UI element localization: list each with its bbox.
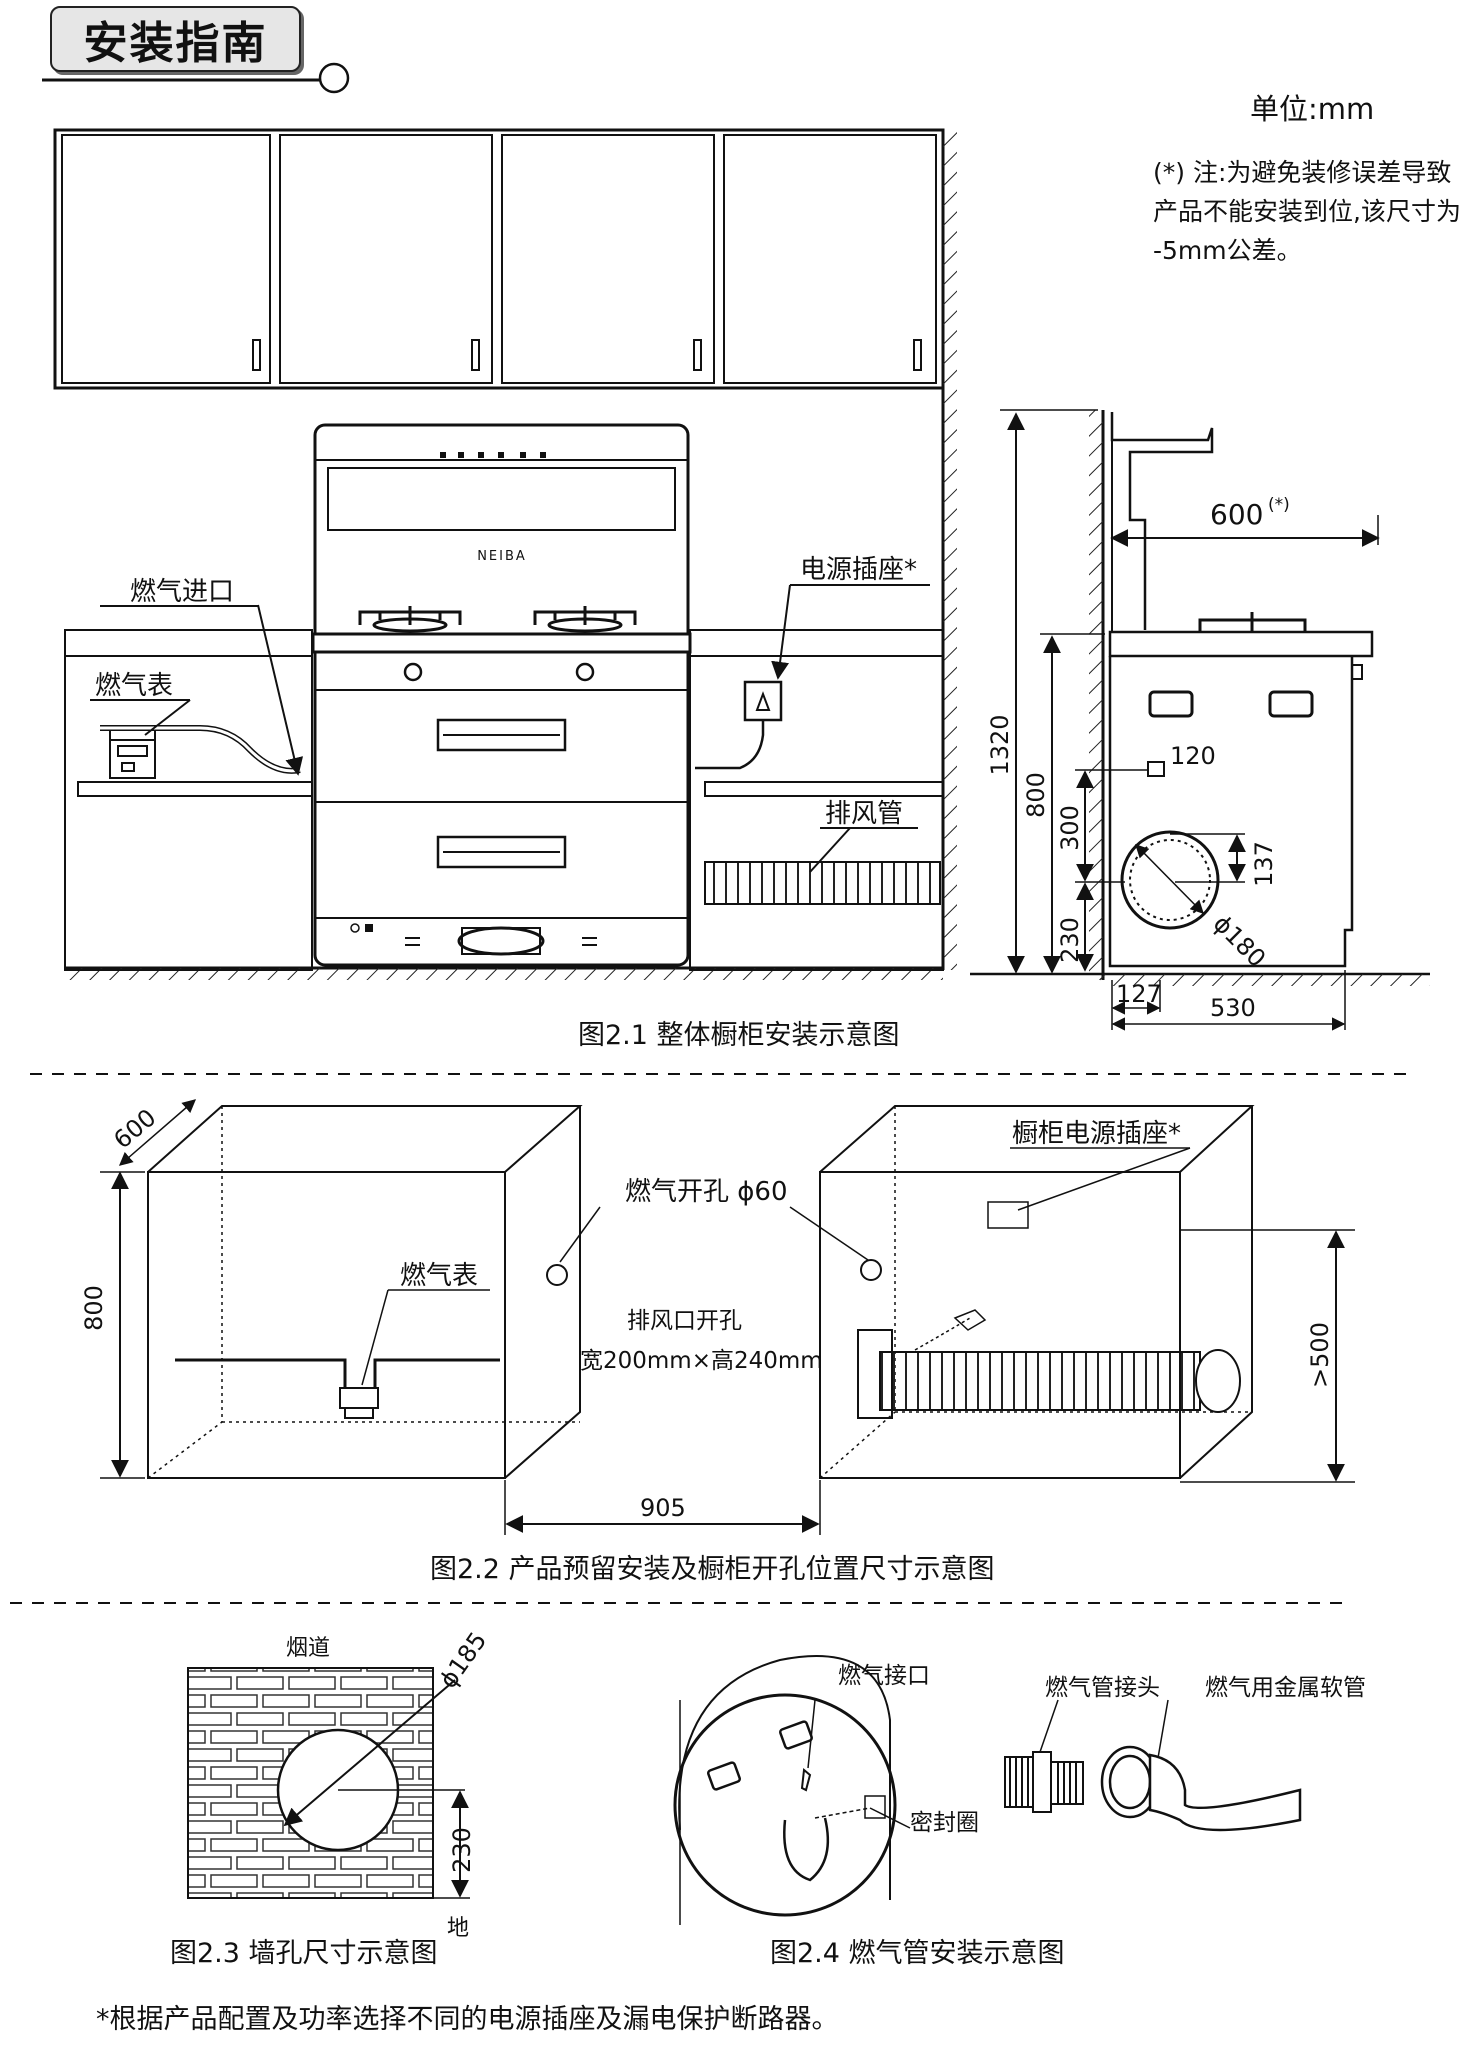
- fig3-wall-hole: 烟道 地 ϕ185 230: [187, 1627, 492, 1941]
- tolerance-note-line-1: (*) 注:为避免装修误差导致: [1153, 158, 1452, 187]
- label-seal-ring: 密封圈: [910, 1810, 979, 1836]
- fig4-caption: 图2.4 燃气管安装示意图: [770, 1938, 1065, 1969]
- tolerance-note-line-2: 产品不能安装到位,该尺寸为: [1153, 197, 1461, 226]
- fig3-dim-230: 230: [448, 1827, 476, 1873]
- brand-logo: NEIBA: [477, 549, 527, 564]
- dim-120: 120: [1170, 742, 1216, 770]
- label-gas-pipe-joint: 燃气管接头: [1045, 1675, 1160, 1701]
- dim-600: 600: [1210, 498, 1263, 531]
- label-cabinet-socket: 橱柜电源插座*: [1012, 1119, 1181, 1149]
- label-gas-meter: 燃气表: [95, 671, 173, 701]
- fig2-dim-500: >500: [1306, 1322, 1334, 1388]
- label-exhaust-hole: 排风口开孔: [627, 1308, 742, 1334]
- label-gas-inlet: 燃气进口: [130, 577, 234, 607]
- label-metal-hose: 燃气用金属软管: [1205, 1675, 1366, 1701]
- label-gas-port: 燃气接口: [838, 1663, 930, 1689]
- burner-grate: [358, 606, 637, 633]
- label-ground: 地: [447, 1916, 469, 1941]
- fig2-caption: 图2.2 产品预留安装及橱柜开孔位置尺寸示意图: [430, 1554, 995, 1585]
- fig2-dim-905: 905: [640, 1494, 686, 1522]
- fig4-gas-pipe: 燃气接口 密封圈 燃气管接头 燃气用金属软管: [673, 1655, 1366, 1925]
- dim-800: 800: [1022, 772, 1050, 818]
- dim-230: 230: [1056, 917, 1084, 963]
- dim-137: 137: [1250, 841, 1278, 887]
- fig1-kitchen-front-view: NEIBA: [53, 128, 957, 980]
- page-title: 安装指南: [50, 6, 301, 72]
- control-buttons: [440, 452, 546, 458]
- tolerance-note-line-3: -5mm公差。: [1153, 236, 1302, 265]
- cabinet-handle: [252, 339, 922, 371]
- fig1-side-view: 1320 800 300 230 600 (*) 120 137 ϕ180 12…: [970, 409, 1430, 1031]
- label-exhaust-hole-size: 宽200mm×高240mm: [580, 1348, 823, 1374]
- fig3-dim-185: ϕ185: [434, 1627, 492, 1694]
- title-pin-line: [42, 62, 350, 94]
- fig2-cabinet-openings: 800 600 905 >500 橱柜电源插座* 燃气开孔 ϕ60 燃气表 排风…: [80, 1099, 1355, 1535]
- label-gas-hole: 燃气开孔 ϕ60: [625, 1177, 788, 1207]
- label-fig2-gas-meter: 燃气表: [400, 1261, 478, 1291]
- dim-1320: 1320: [986, 714, 1014, 775]
- fig2-dim-600: 600: [108, 1103, 161, 1154]
- dim-300: 300: [1056, 805, 1084, 851]
- footer-note: *根据产品配置及功率选择不同的电源插座及漏电保护断路器。: [96, 2004, 839, 2035]
- gas-meter: [109, 728, 156, 779]
- label-flue: 烟道: [286, 1636, 330, 1661]
- fig2-dim-800: 800: [80, 1285, 108, 1331]
- label-power-socket: 电源插座*: [800, 555, 917, 585]
- dim-phi-180: ϕ180: [1208, 909, 1271, 972]
- fig1-caption: 图2.1 整体橱柜安装示意图: [578, 1020, 900, 1051]
- dim-530: 530: [1210, 994, 1256, 1022]
- dim-127: 127: [1116, 980, 1162, 1008]
- fig3-caption: 图2.3 墙孔尺寸示意图: [170, 1938, 438, 1969]
- dim-600-sup: (*): [1268, 495, 1290, 515]
- label-exhaust-pipe: 排风管: [825, 799, 903, 829]
- unit-label: 单位:mm: [1250, 92, 1375, 126]
